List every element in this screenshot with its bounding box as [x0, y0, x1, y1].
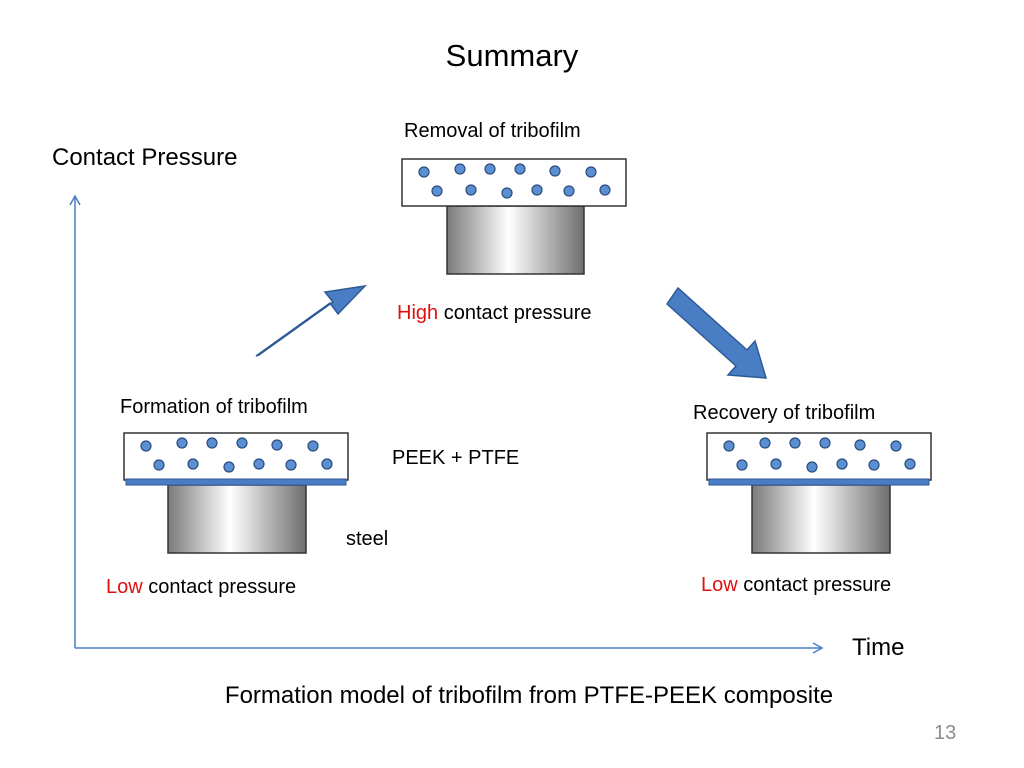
ptfe-particle-dot	[759, 437, 771, 449]
formation-stage-assembly	[123, 432, 349, 554]
composite-block	[706, 432, 932, 481]
pressure-level-low: Low	[106, 576, 143, 598]
pressure-text: contact pressure	[737, 574, 892, 596]
ptfe-particles	[418, 163, 611, 199]
tribofilm-layer	[125, 478, 347, 486]
ptfe-particle-dot	[206, 437, 218, 449]
ptfe-particle-dot	[514, 163, 526, 175]
pressure-text: contact pressure	[142, 576, 297, 598]
ptfe-particle-dot	[723, 440, 735, 452]
x-axis-label: Time	[852, 634, 905, 661]
pressure-level-high: High	[397, 302, 439, 324]
tribofilm-layer	[708, 478, 930, 486]
recovery-stage-title: Recovery of tribofilm	[693, 402, 876, 424]
removal-stage-title: Removal of tribofilm	[404, 120, 581, 142]
ptfe-particle-dot	[307, 440, 319, 452]
pressure-text: contact pressure	[438, 302, 592, 324]
ptfe-particle-dot	[176, 437, 188, 449]
ptfe-particle-dot	[465, 184, 477, 196]
ptfe-particle-dot	[140, 440, 152, 452]
ptfe-particle-dot	[563, 185, 575, 197]
ptfe-particle-dot	[854, 439, 866, 451]
slide-title: Summary	[445, 38, 579, 73]
x-axis-arrowhead	[812, 642, 824, 654]
removal-pressure-label: High contact pressure	[397, 302, 592, 325]
ptfe-particle-dot	[501, 187, 513, 199]
steel-counterface	[751, 484, 891, 554]
ptfe-particle-dot	[271, 439, 283, 451]
ptfe-particle-dot	[187, 458, 199, 470]
composite-block	[123, 432, 349, 481]
formation-pressure-label: Low contact pressure	[106, 576, 296, 599]
pressure-level-low: Low	[701, 574, 738, 596]
ptfe-particles	[723, 437, 916, 473]
counterface-material-label: steel	[346, 528, 389, 550]
ptfe-particle-dot	[484, 163, 496, 175]
figure-caption: Formation model of tribofilm from PTFE-P…	[224, 682, 834, 709]
y-axis-label: Contact Pressure	[52, 144, 238, 171]
ptfe-particle-dot	[819, 437, 831, 449]
ptfe-particle-dot	[253, 458, 265, 470]
recovery-stage-assembly	[706, 432, 932, 554]
axes	[69, 194, 824, 654]
arrow-up-right	[255, 284, 368, 357]
page-number: 13	[934, 722, 957, 744]
ptfe-particle-dot	[789, 437, 801, 449]
y-axis-arrowhead	[69, 194, 81, 206]
recovery-pressure-label: Low contact pressure	[701, 574, 891, 597]
arrow-down-right	[666, 286, 768, 379]
ptfe-particle-dot	[236, 437, 248, 449]
formation-stage-title: Formation of tribofilm	[120, 396, 308, 418]
ptfe-particle-dot	[153, 459, 165, 471]
ptfe-particle-dot	[890, 440, 902, 452]
ptfe-particle-dot	[223, 461, 235, 473]
removal-stage-assembly	[401, 158, 627, 275]
ptfe-particle-dot	[836, 458, 848, 470]
composite-block	[401, 158, 627, 207]
ptfe-particle-dot	[454, 163, 466, 175]
ptfe-particle-dot	[321, 458, 333, 470]
ptfe-particle-dot	[585, 166, 597, 178]
ptfe-particle-dot	[531, 184, 543, 196]
ptfe-particle-dot	[599, 184, 611, 196]
ptfe-particle-dot	[549, 165, 561, 177]
ptfe-particle-dot	[770, 458, 782, 470]
ptfe-particle-dot	[285, 459, 297, 471]
composite-material-label: PEEK + PTFE	[392, 447, 520, 469]
ptfe-particle-dot	[418, 166, 430, 178]
steel-counterface	[446, 205, 585, 275]
ptfe-particle-dot	[736, 459, 748, 471]
steel-counterface	[167, 484, 307, 554]
ptfe-particles	[140, 437, 333, 473]
ptfe-particle-dot	[868, 459, 880, 471]
ptfe-particle-dot	[904, 458, 916, 470]
ptfe-particle-dot	[431, 185, 443, 197]
ptfe-particle-dot	[806, 461, 818, 473]
